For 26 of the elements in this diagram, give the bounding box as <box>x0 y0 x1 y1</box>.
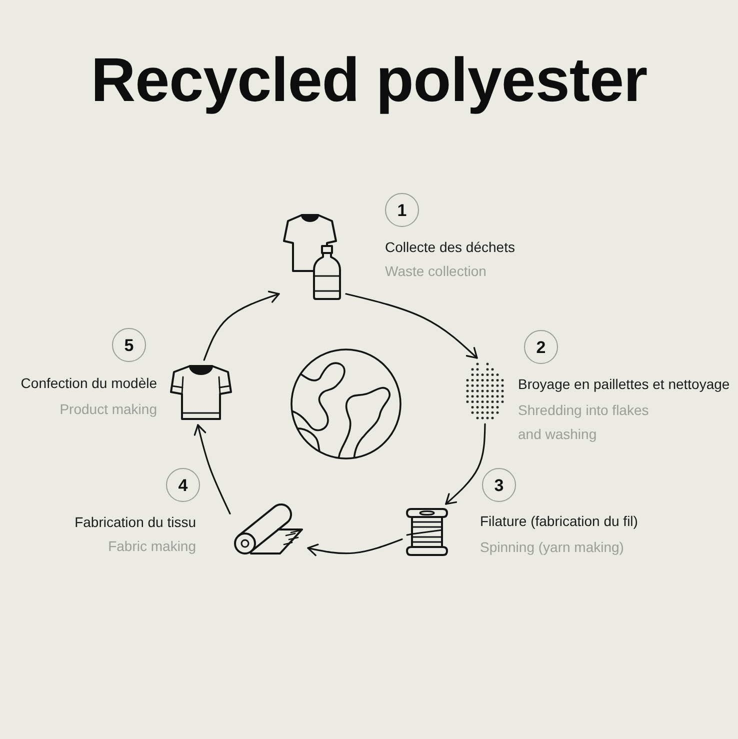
step-subtitle: Product making <box>60 400 157 419</box>
dot-grid-icon <box>465 362 505 420</box>
step-number: 2 <box>524 330 558 364</box>
step-title: Broyage en paillettes et nettoyage <box>518 375 730 393</box>
title: Recycled polyester <box>90 50 648 112</box>
step-number: 4 <box>166 468 200 502</box>
step-number: 5 <box>112 328 146 362</box>
step-title: Collecte des déchets <box>385 238 515 256</box>
arrow <box>345 293 478 359</box>
fabric-roll-icon <box>234 503 304 556</box>
step-title: Confection du modèle <box>20 374 157 392</box>
arrow <box>203 290 280 361</box>
step-number: 3 <box>482 468 516 502</box>
step-subtitle: Spinning (yarn making) <box>480 538 624 557</box>
arrow <box>194 424 231 514</box>
step-subtitle: Fabric making <box>108 537 196 556</box>
arrow <box>307 538 403 556</box>
tshirt-icon <box>170 364 232 421</box>
step-number: 1 <box>385 193 419 227</box>
step-title: Filature (fabrication du fil) <box>480 512 638 530</box>
step-subtitle: Waste collection <box>385 262 486 281</box>
arrow <box>445 423 486 505</box>
tshirt-and-bottle-icon <box>283 212 342 301</box>
thread-spool-icon <box>406 508 448 556</box>
step-title: Fabrication du tissu <box>74 513 196 531</box>
step-subtitle: Shredding into flakes and washing <box>518 401 650 444</box>
